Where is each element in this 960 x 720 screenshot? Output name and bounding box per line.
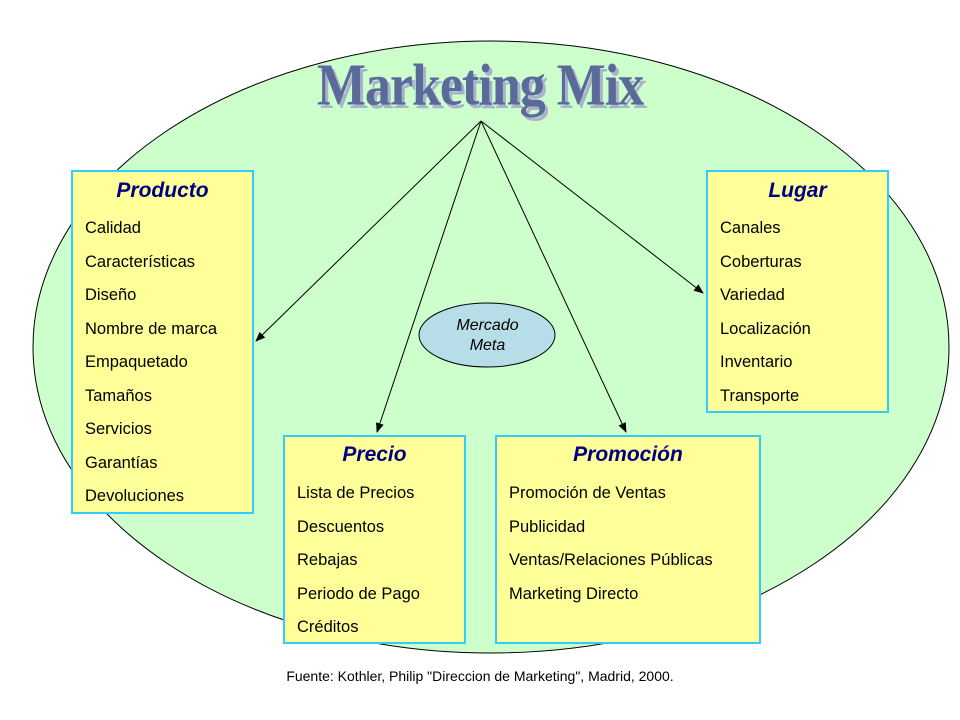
lugar-box: Lugar Canales Coberturas Variedad Locali… — [706, 170, 889, 413]
precio-item: Rebajas — [297, 551, 358, 569]
producto-item: Empaquetado — [85, 353, 188, 371]
promocion-box: Promoción Promoción de Ventas Publicidad… — [495, 435, 761, 644]
promocion-list: Promoción de Ventas Publicidad Ventas/Re… — [497, 477, 759, 611]
precio-item: Periodo de Pago — [297, 584, 420, 603]
target-market-line-1: Mercado — [456, 316, 519, 334]
precio-item: Descuentos — [297, 517, 385, 536]
producto-item: Nombre de marca — [85, 319, 218, 338]
promocion-item: Publicidad — [509, 517, 586, 536]
producto-item: Calidad — [85, 219, 141, 237]
precio-list: Lista de Precios Descuentos Rebajas Peri… — [285, 477, 464, 645]
producto-heading: Producto — [116, 179, 209, 202]
promocion-item: Promoción de Ventas — [509, 484, 666, 502]
producto-item: Garantías — [85, 453, 158, 472]
promocion-heading: Promoción — [573, 443, 683, 466]
lugar-item: Inventario — [720, 353, 793, 371]
producto-item: Devoluciones — [85, 487, 185, 505]
lugar-item: Variedad — [720, 286, 785, 304]
precio-heading: Precio — [342, 443, 407, 466]
producto-list: Calidad Características Diseño Nombre de… — [73, 212, 252, 514]
producto-item: Características — [85, 252, 196, 271]
lugar-list: Canales Coberturas Variedad Localización… — [708, 212, 887, 413]
producto-item: Servicios — [85, 420, 152, 438]
arrow-to-precio — [376, 120, 482, 433]
lugar-heading: Lugar — [768, 179, 827, 202]
lugar-item: Localización — [720, 319, 811, 338]
arrow-to-lugar — [480, 120, 704, 294]
lugar-item: Coberturas — [720, 252, 802, 271]
diagram-title: Marketing Mix — [316, 52, 644, 119]
producto-item: Tamaños — [85, 386, 152, 405]
target-market-line-2: Meta — [469, 336, 506, 354]
arrow-to-promocion — [480, 120, 627, 433]
lugar-item: Canales — [720, 219, 781, 237]
target-market-label: Mercado Meta — [419, 303, 556, 368]
promocion-item: Ventas/Relaciones Públicas — [509, 551, 713, 569]
precio-box: Precio Lista de Precios Descuentos Rebaj… — [283, 435, 466, 644]
producto-box: Producto Calidad Características Diseño … — [71, 170, 254, 514]
promocion-item: Marketing Directo — [509, 584, 639, 603]
lugar-item: Transporte — [720, 386, 800, 405]
precio-item: Lista de Precios — [297, 484, 415, 502]
precio-item: Créditos — [297, 618, 359, 636]
target-market-ellipse — [418, 302, 556, 368]
producto-item: Diseño — [85, 286, 137, 304]
source-citation: Fuente: Kothler, Philip "Direccion de Ma… — [286, 668, 674, 684]
arrow-to-producto — [255, 120, 482, 342]
